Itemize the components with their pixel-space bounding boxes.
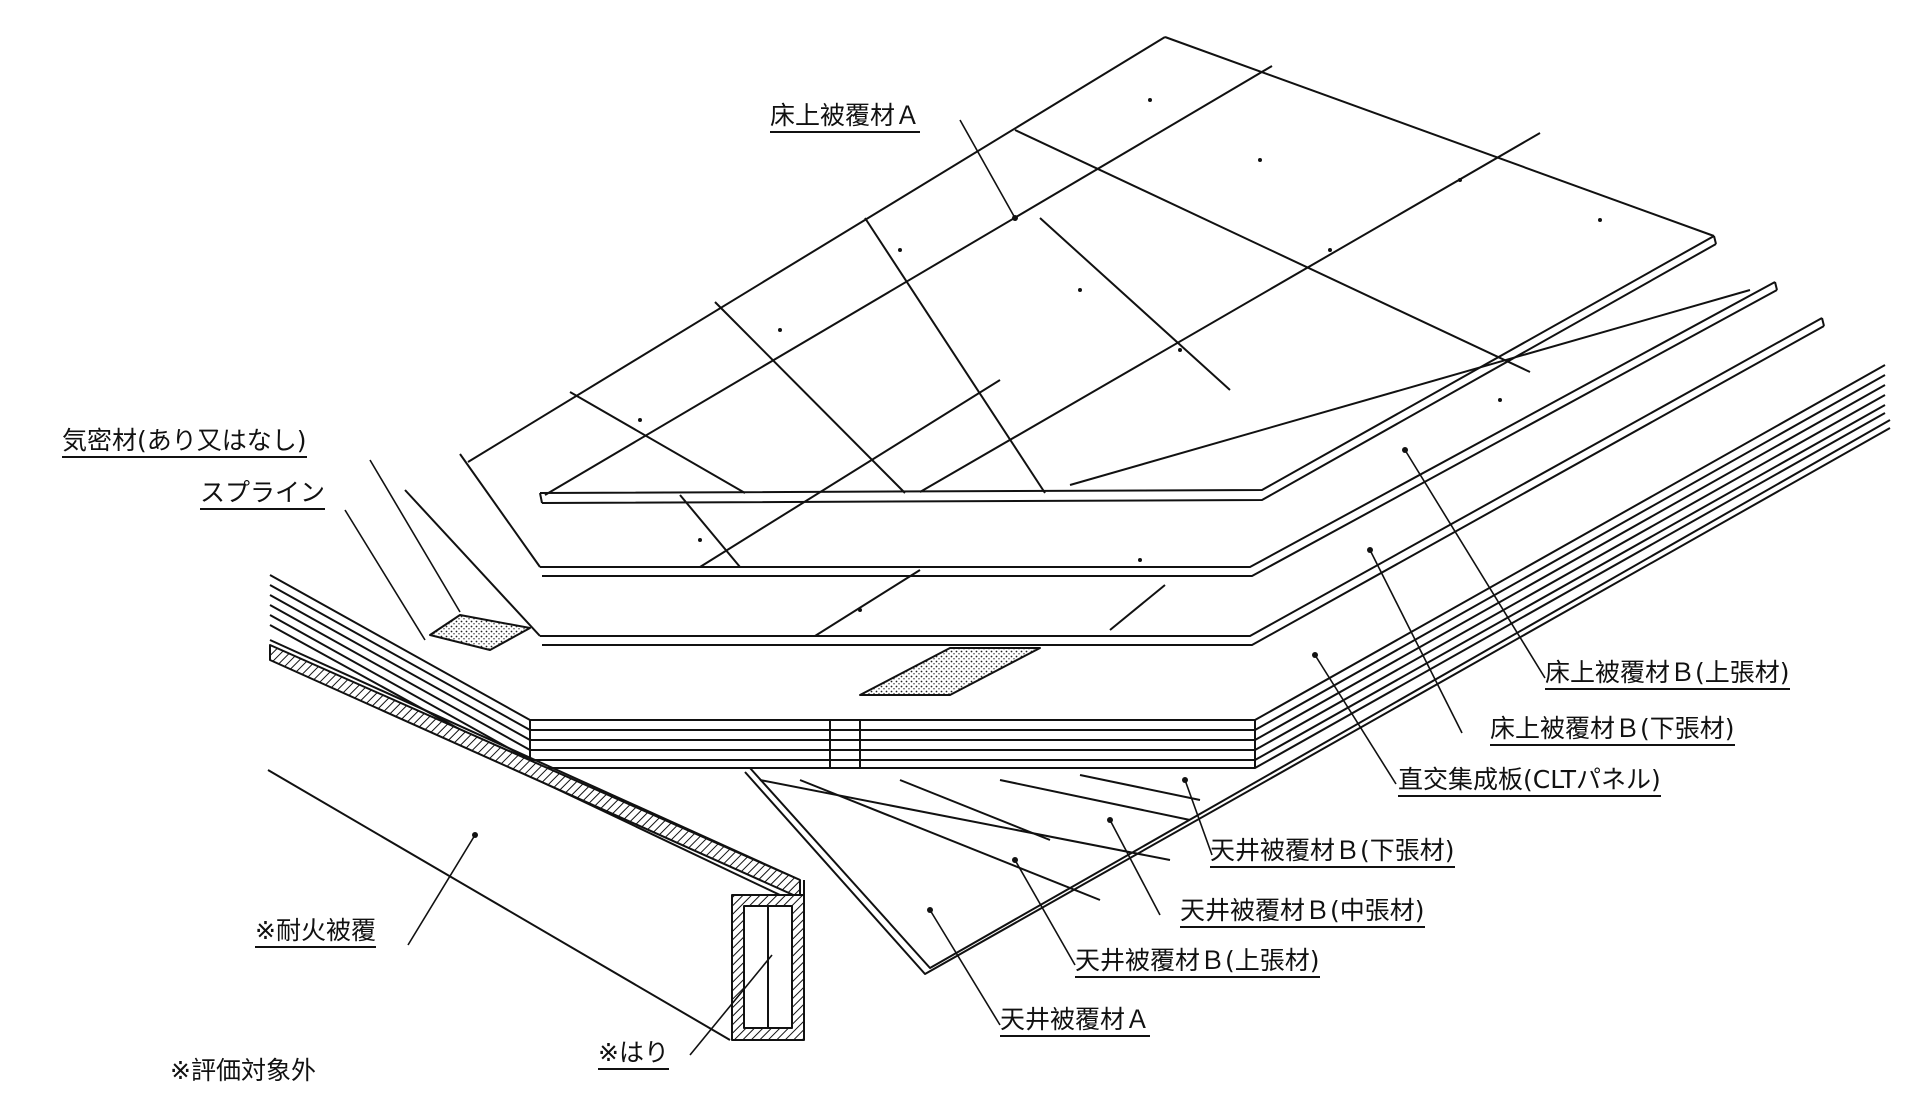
ceiling-boards-layer	[744, 419, 1891, 975]
label-ceiling-covering-b-lower: 天井被覆材Ｂ(下張材)	[1210, 838, 1455, 868]
label-floor-covering-b-lower: 床上被覆材Ｂ(下張材)	[1490, 716, 1735, 746]
floor-covering-a-layer	[467, 36, 1717, 504]
label-beam: ※はり	[598, 1040, 669, 1070]
floor-covering-b-lower-layer	[404, 317, 1825, 646]
label-ceiling-covering-b-middle: 天井被覆材Ｂ(中張材)	[1180, 898, 1425, 928]
clt-panel-layer	[269, 364, 1886, 769]
note-not-evaluated: ※評価対象外	[170, 1056, 316, 1085]
label-floor-covering-b-upper: 床上被覆材Ｂ(上張材)	[1545, 660, 1790, 690]
label-fireproof-covering: ※耐火被覆	[255, 918, 376, 948]
fastener-dots	[472, 98, 1602, 913]
label-ceiling-covering-b-upper: 天井被覆材Ｂ(上張材)	[1075, 948, 1320, 978]
label-airtight-material: 気密材(あり又はなし)	[62, 428, 307, 458]
leader-lines	[344, 119, 1546, 1056]
label-clt-panel: 直交集成板(CLTパネル)	[1398, 767, 1661, 797]
label-floor-covering-a: 床上被覆材Ａ	[770, 103, 921, 133]
floor-covering-b-upper-layer	[459, 281, 1778, 577]
label-ceiling-covering-a: 天井被覆材Ａ	[1000, 1007, 1151, 1037]
label-spline: スプライン	[200, 480, 326, 510]
beam-assembly	[267, 639, 805, 1041]
